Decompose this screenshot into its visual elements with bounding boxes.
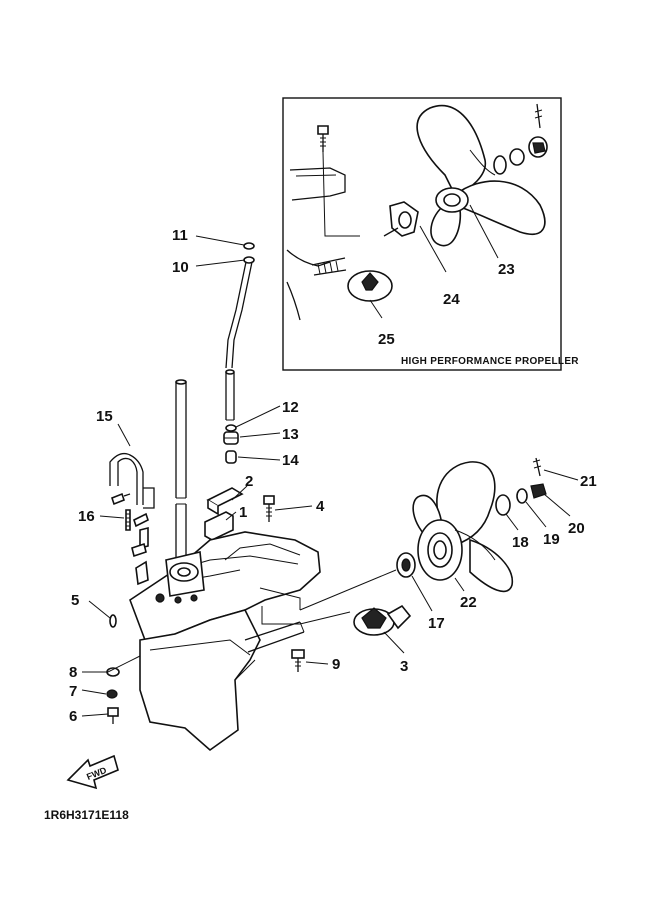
spacer-18 — [495, 494, 511, 516]
callout-14: 14 — [282, 452, 299, 469]
shift-rod — [225, 256, 255, 421]
callout-18: 18 — [512, 534, 529, 551]
inset-bolt — [317, 125, 329, 152]
inset-propeller-23 — [416, 104, 546, 247]
callout-7: 7 — [69, 683, 77, 700]
bolt-9 — [291, 649, 305, 672]
callout-17: 17 — [428, 615, 445, 632]
callout-19: 19 — [543, 531, 560, 548]
callout-25: 25 — [378, 331, 395, 348]
grommet-1 — [204, 511, 234, 541]
anode-3 — [353, 604, 412, 636]
callout-8: 8 — [69, 664, 77, 681]
callout-2: 2 — [245, 473, 253, 490]
callout-13: 13 — [282, 426, 299, 443]
washer-11 — [243, 242, 255, 250]
bolt-4 — [263, 495, 275, 522]
callout-16: 16 — [78, 508, 95, 525]
callout-9: 9 — [332, 656, 340, 673]
callout-10: 10 — [172, 259, 189, 276]
inset-shaft-splines — [317, 260, 339, 275]
callout-20: 20 — [568, 520, 585, 537]
inset-high-performance-propeller: 23 24 25 HIGH PERFORMANCE PROPELLER — [282, 97, 579, 371]
callout-11: 11 — [172, 227, 188, 244]
washer-17 — [396, 552, 416, 578]
screws-16 — [111, 492, 149, 586]
inset-frame — [282, 97, 562, 371]
callouts: 11 10 12 13 14 15 16 2 1 4 5 8 7 6 9 3 1… — [69, 227, 597, 725]
washer-19 — [516, 488, 528, 504]
cotter-pin-21 — [532, 457, 542, 477]
inset-title: HIGH PERFORMANCE PROPELLER — [401, 356, 579, 367]
gasket-7 — [106, 689, 118, 699]
inset-anode-25 — [347, 270, 393, 302]
drive-shaft — [175, 379, 187, 562]
callout-3: 3 — [400, 658, 408, 675]
callout-1: 1 — [239, 504, 247, 521]
callout-12: 12 — [282, 399, 299, 416]
propeller-22 — [412, 461, 513, 593]
callout-22: 22 — [460, 594, 477, 611]
seal-12 — [225, 424, 237, 432]
leader-lines — [81, 235, 579, 717]
callout-23: 23 — [498, 261, 515, 278]
grommet-14 — [225, 450, 237, 464]
callout-5: 5 — [71, 592, 79, 609]
inset-washer-nut-pin — [493, 103, 548, 175]
bushing-13 — [223, 431, 239, 445]
callout-6: 6 — [69, 708, 77, 725]
callout-21: 21 — [580, 473, 597, 490]
callout-24: 24 — [443, 291, 460, 308]
figure-code: 1R6H3171E118 — [44, 808, 129, 822]
lower-unit-gearcase — [129, 531, 321, 752]
inset-washer-24 — [383, 201, 419, 237]
callout-15: 15 — [96, 408, 113, 425]
plate-2 — [206, 487, 244, 516]
plug-5 — [109, 614, 117, 628]
nut-20 — [530, 483, 547, 499]
water-tube-15 — [109, 452, 155, 509]
callout-4: 4 — [316, 498, 325, 515]
screw-6 — [107, 707, 119, 724]
fwd-arrow-icon: FWD — [66, 754, 119, 790]
